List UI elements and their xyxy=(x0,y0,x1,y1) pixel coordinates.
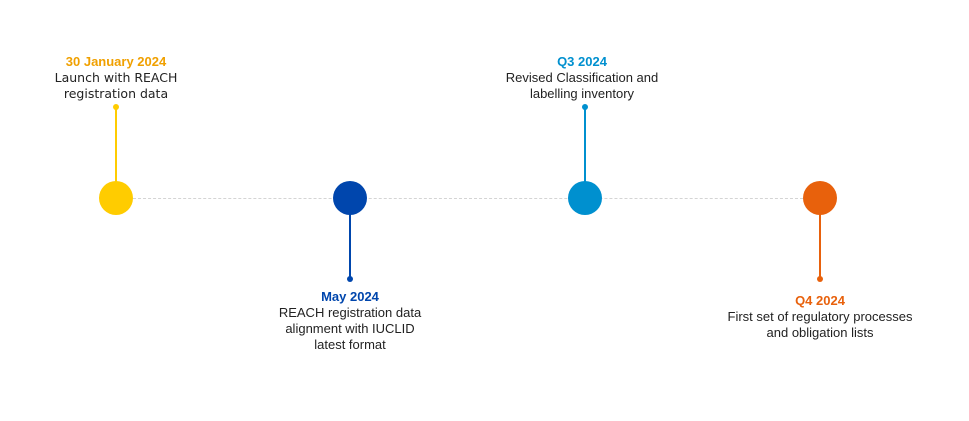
milestone-text: Launch with REACH xyxy=(54,70,178,85)
milestone-label: Q3 2024 Revised Classification and label… xyxy=(462,54,702,102)
milestone-stem xyxy=(115,107,117,183)
milestone-date: 30 January 2024 xyxy=(65,54,167,69)
milestone-text: alignment with IUCLID xyxy=(285,321,415,336)
milestone-text: Revised Classification and xyxy=(505,70,659,85)
milestone-text: registration data xyxy=(63,86,169,101)
milestone-date: Q3 2024 xyxy=(557,54,607,69)
milestone-stem xyxy=(819,212,821,279)
stem-end-dot xyxy=(347,276,353,282)
milestone-label: May 2024 REACH registration data alignme… xyxy=(230,289,470,353)
milestone-label: 30 January 2024 Launch with REACH regist… xyxy=(0,54,236,102)
stem-end-dot xyxy=(817,276,823,282)
milestone-dot xyxy=(803,181,837,215)
timeline-axis xyxy=(133,198,803,199)
milestone-dot xyxy=(333,181,367,215)
milestone-text: latest format xyxy=(314,337,386,352)
milestone-text: and obligation lists xyxy=(766,325,874,340)
milestone-stem xyxy=(349,212,351,279)
milestone-text: labelling inventory xyxy=(529,86,635,101)
milestone-date: May 2024 xyxy=(321,289,379,304)
stem-end-dot xyxy=(113,104,119,110)
milestone-dot xyxy=(99,181,133,215)
milestone-dot xyxy=(568,181,602,215)
stem-end-dot xyxy=(582,104,588,110)
milestone-stem xyxy=(584,107,586,183)
milestone-date: Q4 2024 xyxy=(795,293,845,308)
milestone-text: REACH registration data xyxy=(278,305,422,320)
milestone-text: First set of regulatory processes xyxy=(727,309,913,324)
milestone-label: Q4 2024 First set of regulatory processe… xyxy=(700,293,940,341)
